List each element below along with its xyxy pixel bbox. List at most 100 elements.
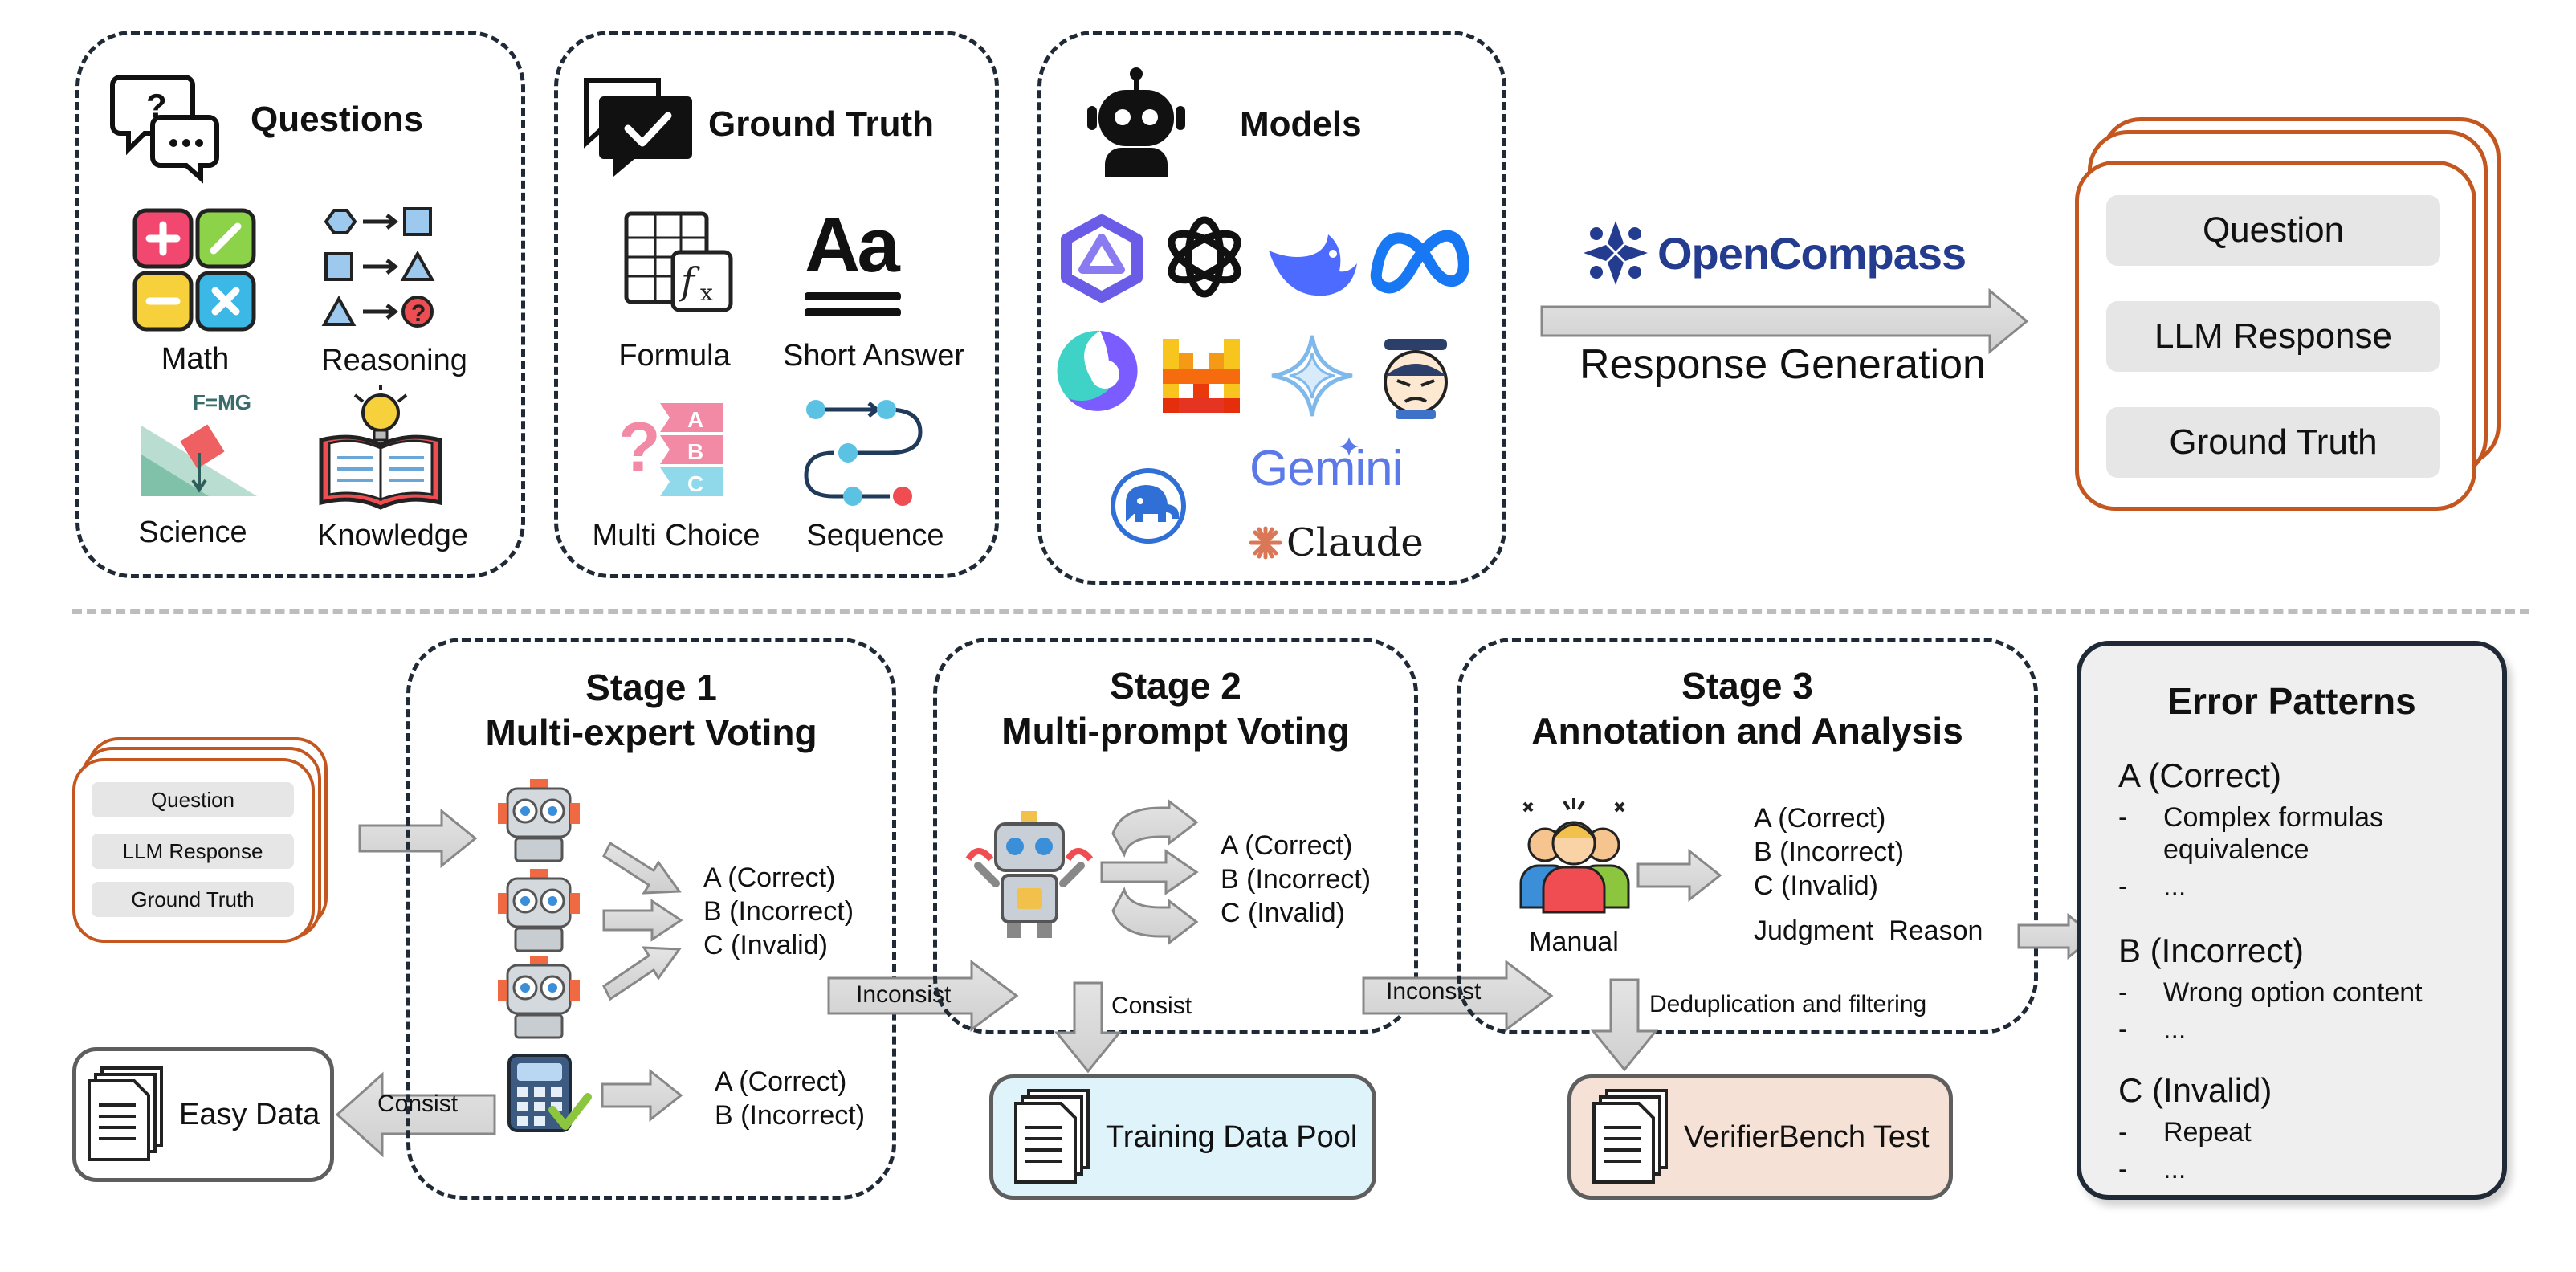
knowledge-label: Knowledge [316, 519, 469, 552]
response-generation-arrow [1540, 287, 2029, 355]
questions-chat-icon: ? [110, 75, 219, 184]
output-llm-response-pill: LLM Response [2106, 301, 2440, 372]
internlm-mascot-icon [1384, 339, 1448, 419]
science-icon: F=MG [141, 390, 257, 496]
error-a-item-2: ... [2163, 871, 2187, 902]
calculator-check-icon [507, 1054, 592, 1132]
stage1-title-line2: Multi-expert Voting [485, 711, 817, 753]
consist-left-label: Consist [377, 1091, 459, 1117]
formula-icon: f x [624, 211, 733, 312]
stage2-title-line2: Multi-prompt Voting [1001, 710, 1350, 752]
manual-label: Manual [1529, 927, 1619, 957]
stage3-option-c: C (Invalid) [1754, 870, 1878, 901]
opencompass-wordmark: OpenCompass [1657, 227, 1967, 279]
short-answer-icon: Aa [805, 206, 914, 318]
training-pool-doc-icon [1014, 1089, 1090, 1184]
deepseek-logo-icon [1269, 234, 1357, 296]
opencompass-logo: OpenCompass [1582, 218, 1967, 287]
multi-choice-label: Multi Choice [592, 519, 760, 552]
sequence-label: Sequence [806, 519, 944, 552]
stage3-options: A (Correct) B (Incorrect) C (Invalid) Ju… [1754, 801, 1983, 948]
expert-robot-icon-1 [498, 779, 580, 862]
stage3-judgment-reason: Judgment Reason [1754, 915, 1983, 946]
mc-letter-b: B [687, 439, 703, 464]
stage2-vote-arrows [1100, 798, 1199, 946]
doubao-logo-icon [1057, 330, 1138, 411]
output-ground-truth-pill: Ground Truth [2106, 407, 2440, 478]
sequence-icon [804, 400, 923, 506]
svg-text:?: ? [618, 409, 661, 486]
stage1-title: Stage 1 Multi-expert Voting [406, 665, 896, 755]
multi-choice-icon: ? A B C [618, 403, 723, 496]
ground-truth-title: Ground Truth [708, 104, 935, 144]
svg-text:?: ? [411, 300, 426, 327]
input-to-stage1-arrow [358, 808, 478, 869]
stage3-option-a: A (Correct) [1754, 803, 1886, 834]
stage2-consist-arrow [1054, 981, 1123, 1074]
error-b-item-2: ... [2163, 1014, 2187, 1045]
easy-data-doc-icon [88, 1066, 163, 1161]
expert-robot-icon-2 [498, 869, 580, 952]
input-question-pill: Question [92, 782, 294, 817]
error-group-c: C (Invalid) -Repeat -... [2118, 1071, 2488, 1185]
verifierbench-test-box: VerifierBench Test [1567, 1074, 1953, 1200]
training-data-pool-box: Training Data Pool [989, 1074, 1376, 1200]
stage3-dedup-arrow [1590, 978, 1659, 1072]
error-group-a: A (Correct) -Complex formulas equivalenc… [2118, 756, 2488, 903]
math-icon [132, 208, 256, 332]
stage3-title-line1: Stage 3 [1681, 665, 1813, 707]
response-generation-label: Response Generation [1579, 341, 1986, 388]
short-answer-glyph: Aa [805, 202, 900, 288]
stage2-option-c: C (Invalid) [1221, 898, 1345, 928]
stage2-options: A (Correct) B (Incorrect) C (Invalid) [1221, 829, 1371, 930]
stage1-options: A (Correct) B (Incorrect) C (Invalid) [703, 861, 854, 962]
stage2-option-a: A (Correct) [1221, 830, 1353, 861]
calculator-arrow [601, 1068, 683, 1123]
questions-panel [75, 31, 525, 578]
stage3-title-line2: Annotation and Analysis [1531, 710, 1963, 752]
models-panel [1037, 31, 1506, 585]
stage2-title-line1: Stage 2 [1110, 665, 1241, 707]
openai-logo-icon [1168, 216, 1241, 298]
consist-left-arrow [335, 1071, 496, 1158]
error-c-item-1: Repeat [2163, 1117, 2252, 1148]
stage2-panel [933, 638, 1418, 1034]
section-divider [72, 609, 2529, 614]
stage1-calc-options: A (Correct) B (Incorrect) [715, 1065, 865, 1132]
stage2-consist-label: Consist [1111, 993, 1192, 1019]
error-group-b: B (Incorrect) -Wrong option content -... [2118, 932, 2488, 1046]
calc-option-b: B (Incorrect) [715, 1100, 866, 1131]
models-title: Models [1240, 104, 1362, 144]
elephant-logo-icon [1111, 468, 1186, 544]
output-card: Question LLM Response Ground Truth [2075, 161, 2476, 511]
easy-data-box: Easy Data [72, 1047, 334, 1182]
training-data-pool-label: Training Data Pool [1106, 1119, 1358, 1154]
output-question-pill: Question [2106, 195, 2440, 266]
mistral-logo-icon [1163, 339, 1240, 413]
math-label: Math [161, 342, 230, 376]
error-group-b-head: B (Incorrect) [2118, 932, 2305, 969]
robot-icon [1087, 67, 1185, 177]
verifierbench-test-label: VerifierBench Test [1684, 1119, 1930, 1154]
stage1-title-line1: Stage 1 [585, 667, 717, 708]
qwen-logo-icon [1061, 214, 1143, 303]
stage1-option-c: C (Invalid) [703, 930, 828, 960]
calc-option-a: A (Correct) [715, 1066, 847, 1097]
stage2-option-b: B (Incorrect) [1221, 864, 1372, 895]
manual-annotators-icon [1519, 798, 1630, 914]
input-card: Question LLM Response Ground Truth [72, 758, 315, 943]
error-c-item-2: ... [2163, 1154, 2187, 1184]
meta-logo-icon [1370, 230, 1469, 294]
expert-robot-icon-3 [498, 956, 580, 1039]
claude-logo: Claude [1249, 520, 1424, 565]
stage1-option-a: A (Correct) [703, 862, 836, 893]
easy-data-label: Easy Data [179, 1097, 320, 1131]
stage2-title: Stage 2 Multi-prompt Voting [933, 663, 1418, 753]
prompt-robot-icon [965, 811, 1094, 938]
error-group-a-head: A (Correct) [2118, 756, 2282, 794]
opencompass-icon [1584, 221, 1648, 285]
short-answer-label: Short Answer [783, 339, 964, 373]
mc-letter-a: A [687, 407, 703, 432]
error-patterns-title: Error Patterns [2167, 680, 2416, 722]
input-ground-truth-pill: Ground Truth [92, 882, 294, 917]
